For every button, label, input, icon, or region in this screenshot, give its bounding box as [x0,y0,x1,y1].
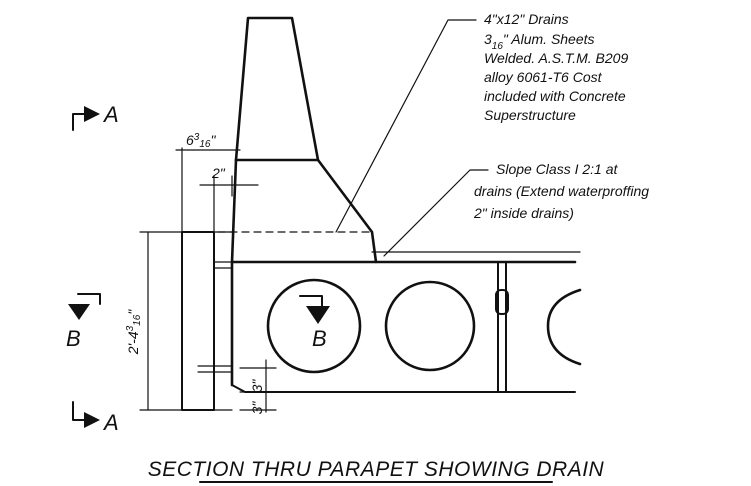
section-arrow-icon [306,306,330,324]
drain-note-line4: alloy 6061-T6 Cost [484,69,603,85]
drain-note-line1: 4"x12" Drains [484,11,569,27]
section-arrow-icon [84,412,100,428]
joint-detail [495,261,509,393]
drain-note-line3: Welded. A.S.T.M. B209 [484,50,628,66]
drain-note-line6: Superstructure [484,107,576,123]
void-circle-right [546,288,582,366]
section-mark-a-bottom: A [72,401,119,435]
drain-note: 4"x12" Drains 316" Alum. Sheets Welded. … [484,11,628,123]
dimension-bottom-a: 3" [249,379,265,393]
dimension-offset: 6316" [186,132,216,150]
section-mark-b-circle: B [299,295,330,351]
slope-note-line3: 2" inside drains) [473,205,574,221]
section-arrow-icon [84,106,100,122]
slope-note-line1: Slope Class I 2:1 at [496,161,619,177]
section-mark-b-left: B [66,293,101,351]
slope-note: Slope Class I 2:1 at drains (Extend wate… [473,161,649,221]
void-circle-middle [384,280,476,372]
dimension-height: 2'-4316" [125,309,143,356]
section-mark-a-top: A [72,102,119,131]
dimension-bottom-b: 3" [249,401,265,415]
slope-note-line2: drains (Extend waterproffing [474,183,649,199]
section-label-b-left: B [66,326,81,351]
dimension-lines [139,147,277,413]
section-label-a-top: A [102,102,119,127]
dimension-inner: 2" [211,165,226,181]
section-arrow-icon [68,304,90,320]
void-circle-left [266,278,362,374]
drawing-title: SECTION THRU PARAPET SHOWING DRAIN [148,458,605,481]
section-label-b-circle: B [312,326,327,351]
drain-note-line5: included with Concrete [484,88,626,104]
leader-lines [335,19,489,257]
drain-plates [181,231,233,411]
drain-note-line2: 316" Alum. Sheets [484,31,595,52]
section-label-a-bottom: A [102,410,119,435]
